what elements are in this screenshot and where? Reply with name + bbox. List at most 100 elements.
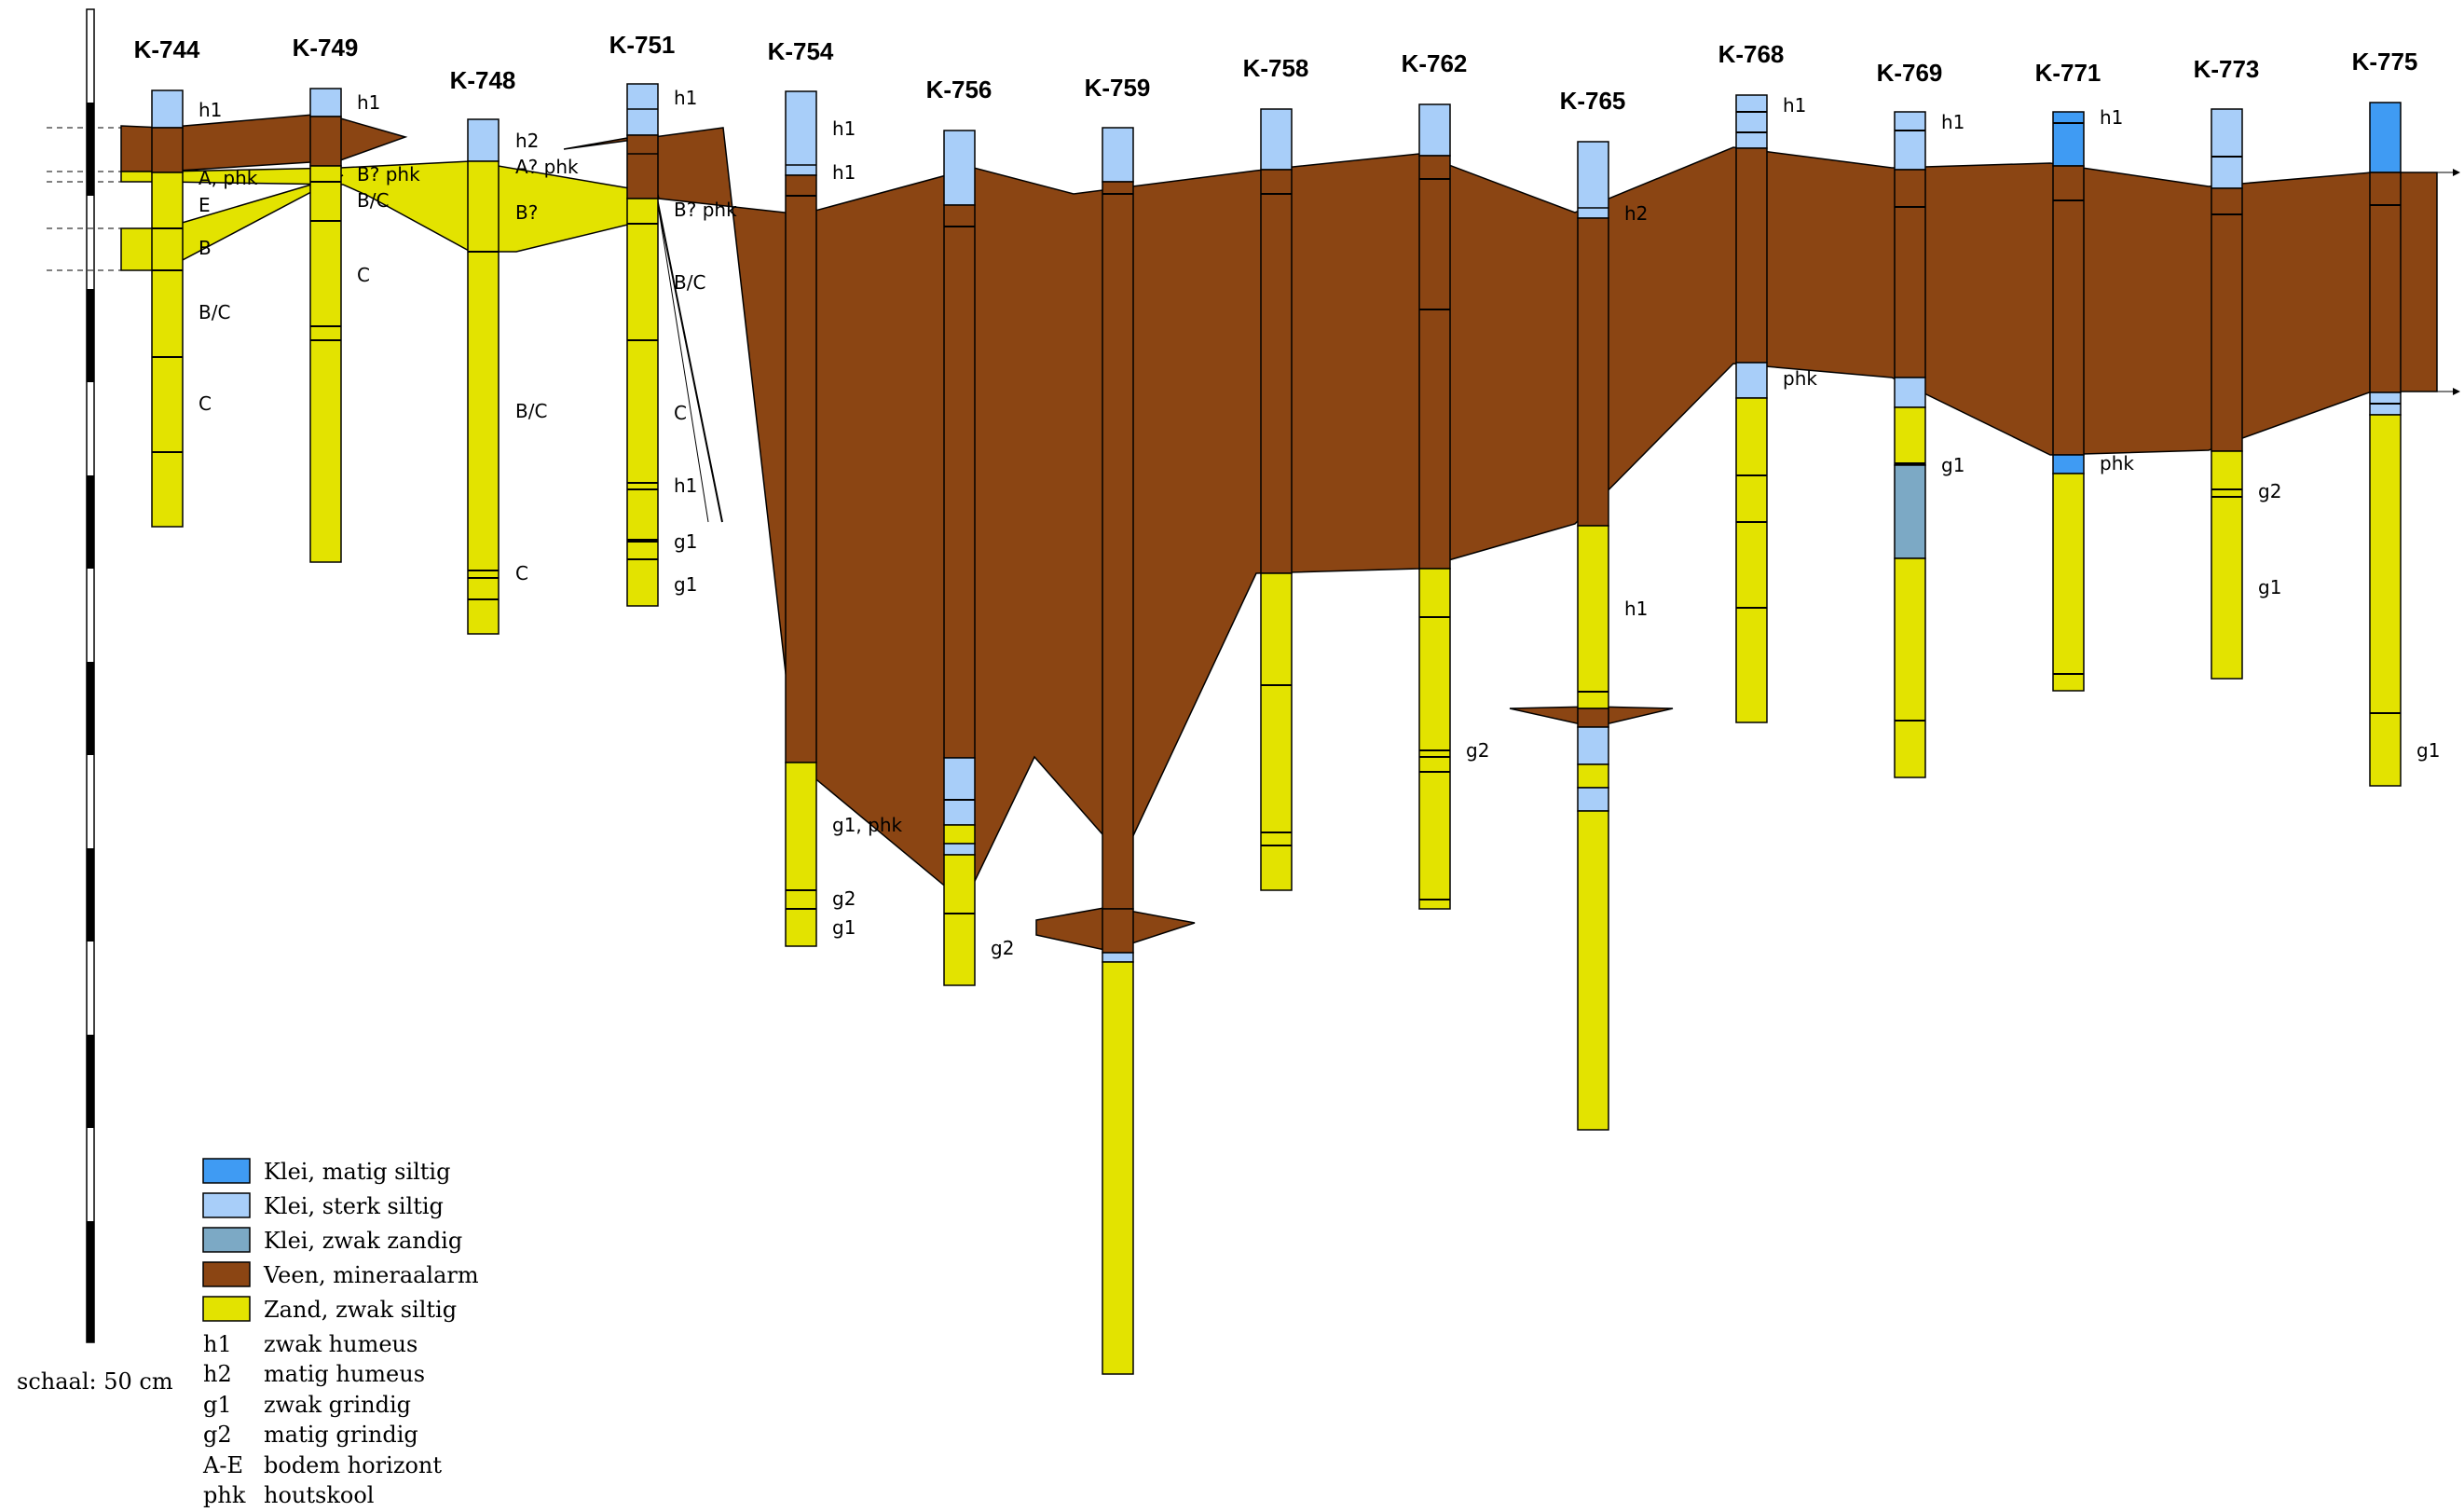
layer-annotation: E (198, 194, 211, 216)
borehole-title: K-773 (2194, 55, 2260, 83)
legend-label: Klei, zwak zandig (264, 1228, 462, 1254)
layer-annotation: h1 (832, 117, 856, 140)
borehole-title: K-768 (1718, 40, 1785, 68)
borehole-title: K-769 (1877, 59, 1943, 87)
layer-annotation: B/C (198, 301, 230, 323)
legend-code-desc: zwak humeus (264, 1331, 418, 1357)
legend-label: Klei, matig siltig (264, 1159, 450, 1185)
layer-annotation: B/C (674, 271, 705, 294)
layer-annotation: h2 (515, 130, 539, 152)
borehole-k762 (1418, 103, 1451, 910)
borehole-title: K-771 (2035, 59, 2101, 87)
correlation-layers (120, 113, 2438, 952)
layer-annotation: h2 (1624, 202, 1648, 225)
scale-bar: schaal: 50 cm (17, 8, 173, 1395)
legend-label: Klei, sterk siltig (264, 1193, 444, 1219)
layer-annotation: h1 (2100, 106, 2123, 129)
borehole-k773 (2211, 108, 2243, 680)
layer-annotation: g1 (674, 530, 697, 553)
borehole-title: K-762 (1402, 49, 1468, 77)
layer-annotation: B? phk (357, 163, 420, 186)
borehole-title: K-758 (1243, 54, 1309, 82)
layer-annotation: h1 (832, 161, 856, 184)
borehole-k748 (467, 118, 500, 635)
borehole-title: K-751 (609, 31, 676, 59)
scale-label: schaal: 50 cm (17, 1368, 173, 1395)
borehole-k756 (943, 130, 976, 986)
layer-annotation: g1 (674, 573, 697, 596)
borehole-title: K-744 (134, 35, 200, 63)
borehole-title: K-775 (2352, 48, 2418, 76)
peat-layer-main (563, 127, 2438, 904)
borehole-k751 (626, 83, 659, 607)
layer-annotation: B? phk (674, 199, 737, 221)
borehole-title: K-765 (1560, 87, 1626, 115)
layer-annotations: h1 A, phk E B B/C C h1 B? phk B/C C h2 A… (198, 87, 2440, 959)
borehole-k749 (309, 88, 342, 563)
layer-annotation: h1 (1624, 598, 1648, 620)
layer-annotation: g2 (2258, 480, 2281, 502)
legend-item-klei-sterk: Klei, sterk siltig (202, 1192, 444, 1219)
layer-annotation: C (674, 402, 687, 424)
borehole-k754 (785, 90, 817, 947)
legend-code-desc: matig humeus (264, 1361, 425, 1387)
legend-item-zand: Zand, zwak siltig (202, 1296, 457, 1323)
layer-annotation: phk (1783, 367, 1817, 390)
legend-label: Veen, mineraalarm (263, 1262, 479, 1288)
legend-code: phk (203, 1482, 246, 1508)
legend-code-desc: bodem horizont (264, 1452, 442, 1478)
layer-annotation: g1 (2258, 576, 2281, 598)
layer-annotation: h1 (1941, 111, 1964, 133)
borehole-titles: K-744 K-749 K-748 K-751 K-754 K-756 K-75… (134, 31, 2418, 115)
borehole-k771 (2052, 111, 2085, 692)
layer-annotation: B? (515, 201, 538, 224)
legend: Klei, matig siltig Klei, sterk siltig Kl… (202, 1158, 479, 1508)
layer-annotation: h1 (1783, 94, 1806, 117)
layer-annotation: phk (2100, 452, 2134, 474)
legend-code-desc: matig grindig (264, 1422, 418, 1448)
layer-annotation: g1 (1941, 454, 1964, 476)
layer-annotation: A? phk (515, 156, 579, 178)
contact-line (656, 198, 723, 523)
layer-annotation: g1 (832, 916, 856, 939)
legend-code: h1 (203, 1331, 232, 1357)
legend-label: Zand, zwak siltig (264, 1297, 457, 1323)
legend-code-desc: houtskool (264, 1482, 374, 1508)
legend-code: h2 (203, 1361, 232, 1387)
layer-annotation: B (198, 237, 212, 259)
layer-annotation: C (198, 392, 212, 415)
boreholes (151, 83, 2402, 1375)
layer-annotation: g1, phk (832, 814, 903, 836)
borehole-k775 (2369, 102, 2402, 787)
layer-annotation: h1 (198, 99, 222, 121)
borehole-k758 (1260, 108, 1293, 891)
layer-annotation: g2 (1466, 739, 1489, 762)
legend-code: g2 (203, 1422, 232, 1448)
borehole-k744 (151, 89, 184, 528)
layer-annotation: C (515, 562, 528, 584)
borehole-k759 (1102, 127, 1134, 1375)
layer-annotation: g2 (832, 887, 856, 910)
layer-annotation: g1 (2416, 739, 2440, 762)
layer-annotation: B/C (515, 400, 547, 422)
borehole-k769 (1894, 111, 1926, 778)
legend-item-klei-zwak: Klei, zwak zandig (202, 1227, 462, 1254)
legend-item-klei-matig: Klei, matig siltig (202, 1158, 450, 1185)
legend-code-desc: zwak grindig (264, 1392, 411, 1418)
borehole-title: K-749 (293, 34, 359, 62)
legend-code: g1 (203, 1392, 232, 1418)
borehole-k765 (1577, 141, 1609, 1131)
layer-annotation: h1 (674, 87, 697, 109)
borehole-k768 (1735, 94, 1768, 723)
layer-annotation: g2 (991, 937, 1014, 959)
borehole-title: K-754 (768, 37, 834, 65)
contact-line-2 (656, 198, 709, 523)
layer-annotation: C (357, 264, 370, 286)
reference-arrows (2423, 169, 2460, 395)
layer-annotation: A, phk (198, 167, 258, 189)
borehole-title: K-756 (926, 76, 992, 103)
borehole-title: K-759 (1085, 74, 1151, 102)
layer-annotation: h1 (357, 91, 380, 114)
layer-annotation: B/C (357, 189, 389, 212)
